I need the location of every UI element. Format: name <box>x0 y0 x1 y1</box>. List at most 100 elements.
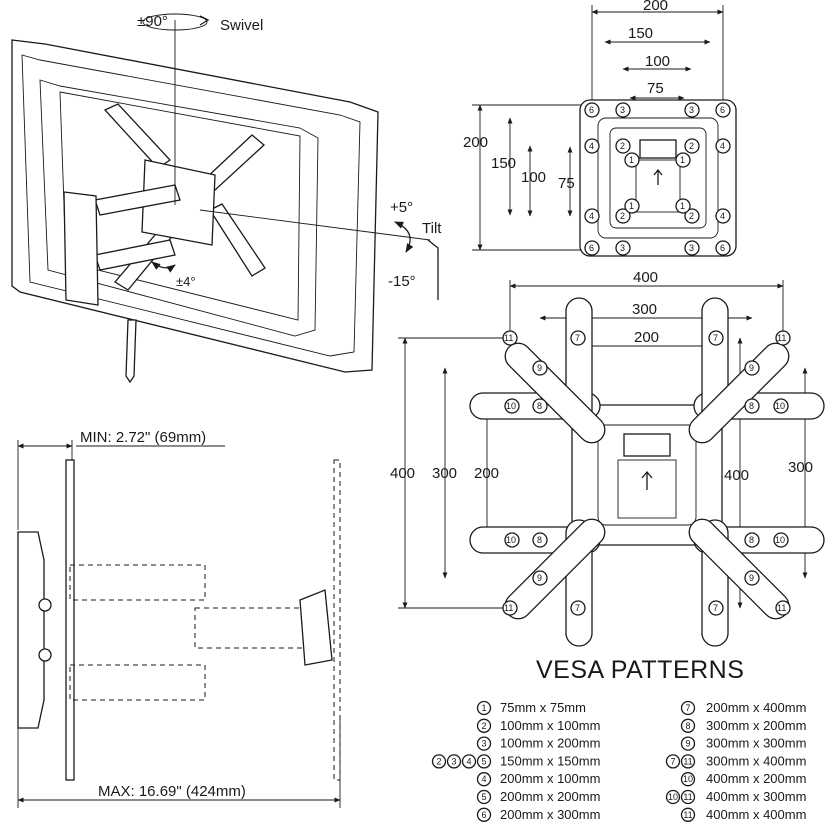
svg-text:10: 10 <box>506 535 516 545</box>
pattern-marker-number: 3 <box>451 756 456 766</box>
pattern-size-text: 150mm x 150mm <box>500 753 600 768</box>
pattern-size-text: 400mm x 200mm <box>706 771 806 786</box>
dim-side-150: 150 <box>491 155 516 172</box>
pattern-marker-icon <box>665 789 681 805</box>
pattern-marker-icon <box>680 772 696 787</box>
small-plate-height-dims: 200 150 100 75 <box>463 104 590 251</box>
svg-text:3: 3 <box>689 243 694 253</box>
pattern-marker-number: 2 <box>481 721 486 731</box>
svg-text:11: 11 <box>504 333 513 343</box>
pattern-marker-number: 11 <box>683 792 692 802</box>
swivel-label: Swivel <box>220 17 263 34</box>
pattern-marker-icon <box>476 807 492 822</box>
legend-row: 4 200mm x 100mm <box>476 771 600 787</box>
rotate-arrow-icon <box>151 261 176 273</box>
svg-text:9: 9 <box>749 573 754 583</box>
dim-large-300-left: 300 <box>432 465 457 482</box>
rotate-label: ±4° <box>176 274 196 289</box>
svg-text:11: 11 <box>777 603 786 613</box>
small-plate-holes: 6 3 3 6 4 2 2 4 4 2 2 4 6 3 3 6 1 1 1 1 <box>584 102 731 256</box>
tilt-axis <box>199 209 431 241</box>
svg-text:11: 11 <box>777 333 786 343</box>
svg-text:9: 9 <box>537 573 542 583</box>
pattern-size-text: 400mm x 300mm <box>706 789 806 804</box>
svg-text:7: 7 <box>575 333 580 343</box>
svg-text:1: 1 <box>680 201 685 211</box>
pattern-size-text: 200mm x 300mm <box>500 807 600 822</box>
side-tv-panel-min <box>65 459 75 781</box>
svg-text:4: 4 <box>720 211 725 221</box>
pattern-marker-icon <box>680 754 696 769</box>
svg-text:2: 2 <box>689 141 694 151</box>
pattern-marker-icon <box>461 754 477 769</box>
dim-top-200: 200 <box>643 0 668 14</box>
svg-text:4: 4 <box>720 141 725 151</box>
pattern-size-text: 300mm x 200mm <box>706 718 806 733</box>
svg-text:2: 2 <box>689 211 694 221</box>
up-arrow-icon-large <box>641 470 653 490</box>
swivel-arrow-icon <box>142 13 208 31</box>
svg-text:6: 6 <box>589 105 594 115</box>
wall-plate <box>63 191 99 306</box>
pattern-marker-number: 10 <box>668 792 678 802</box>
pattern-marker-number: 11 <box>683 810 692 820</box>
dim-large-300-right: 300 <box>788 459 813 476</box>
legend-row: 7 200mm x 400mm <box>680 700 806 716</box>
svg-text:1: 1 <box>629 201 634 211</box>
dim-side-100: 100 <box>521 169 546 186</box>
svg-text:6: 6 <box>720 243 725 253</box>
pattern-marker-icon <box>665 754 681 769</box>
large-plate-holes: 11 11 11 11 9 9 9 9 8 8 8 8 10 10 10 10 … <box>502 330 791 616</box>
dim-top-100: 100 <box>645 53 670 70</box>
svg-text:1: 1 <box>629 155 634 165</box>
small-plate-width-dims: 200 150 100 75 <box>591 0 724 108</box>
svg-text:8: 8 <box>749 535 754 545</box>
tilt-label: Tilt <box>422 220 442 237</box>
dim-top-150: 150 <box>628 25 653 42</box>
pattern-marker-number: 11 <box>683 756 692 766</box>
svg-text:10: 10 <box>506 401 516 411</box>
pattern-size-text: 200mm x 100mm <box>500 771 600 786</box>
svg-text:11: 11 <box>504 603 513 613</box>
pattern-marker-icon <box>446 754 462 769</box>
pattern-marker-icon <box>476 700 492 716</box>
pattern-marker-number: 7 <box>685 703 690 713</box>
svg-text:7: 7 <box>575 603 580 613</box>
side-mount-head <box>299 589 333 666</box>
swivel-angle-label: ±90° <box>137 13 168 30</box>
up-arrow-icon <box>653 168 663 185</box>
vesa-title: VESA PATTERNS <box>536 656 744 684</box>
pattern-size-text: 200mm x 400mm <box>706 700 806 715</box>
svg-text:6: 6 <box>589 243 594 253</box>
pattern-marker-number: 4 <box>481 774 486 784</box>
legend-row: 10 400mm x 200mm <box>680 771 806 787</box>
pattern-marker-icon <box>476 736 492 751</box>
side-tv-panel-max <box>333 459 341 781</box>
min-depth-label: MIN: 2.72" (69mm) <box>80 429 206 446</box>
pattern-size-text: 100mm x 100mm <box>500 718 600 733</box>
large-vesa-plate-view: 400 300 200 400 300 200 400 300 <box>390 269 825 647</box>
side-arm-extended-middle <box>194 607 306 649</box>
pattern-size-text: 75mm x 75mm <box>500 700 586 715</box>
side-profile-view: MIN: 2.72" (69mm) MAX: 16.69" (424mm) <box>17 429 341 808</box>
svg-text:8: 8 <box>749 401 754 411</box>
tv-mount-3d-view: ±90° Swivel +5° Tilt -15° ±4° <box>11 13 442 384</box>
pattern-marker-number: 2 <box>436 756 441 766</box>
svg-text:3: 3 <box>620 105 625 115</box>
svg-text:7: 7 <box>713 333 718 343</box>
pattern-marker-icon <box>476 789 492 805</box>
side-arm-extended-lower <box>69 664 206 701</box>
legend-row: 10 11 400mm x 300mm <box>665 789 806 805</box>
tilt-arrow-icon <box>394 221 414 253</box>
small-vesa-plate-view: 200 150 100 75 200 150 100 75 <box>463 0 737 257</box>
pattern-marker-number: 10 <box>683 774 693 784</box>
svg-text:9: 9 <box>537 363 542 373</box>
max-depth-label: MAX: 16.69" (424mm) <box>98 783 246 800</box>
